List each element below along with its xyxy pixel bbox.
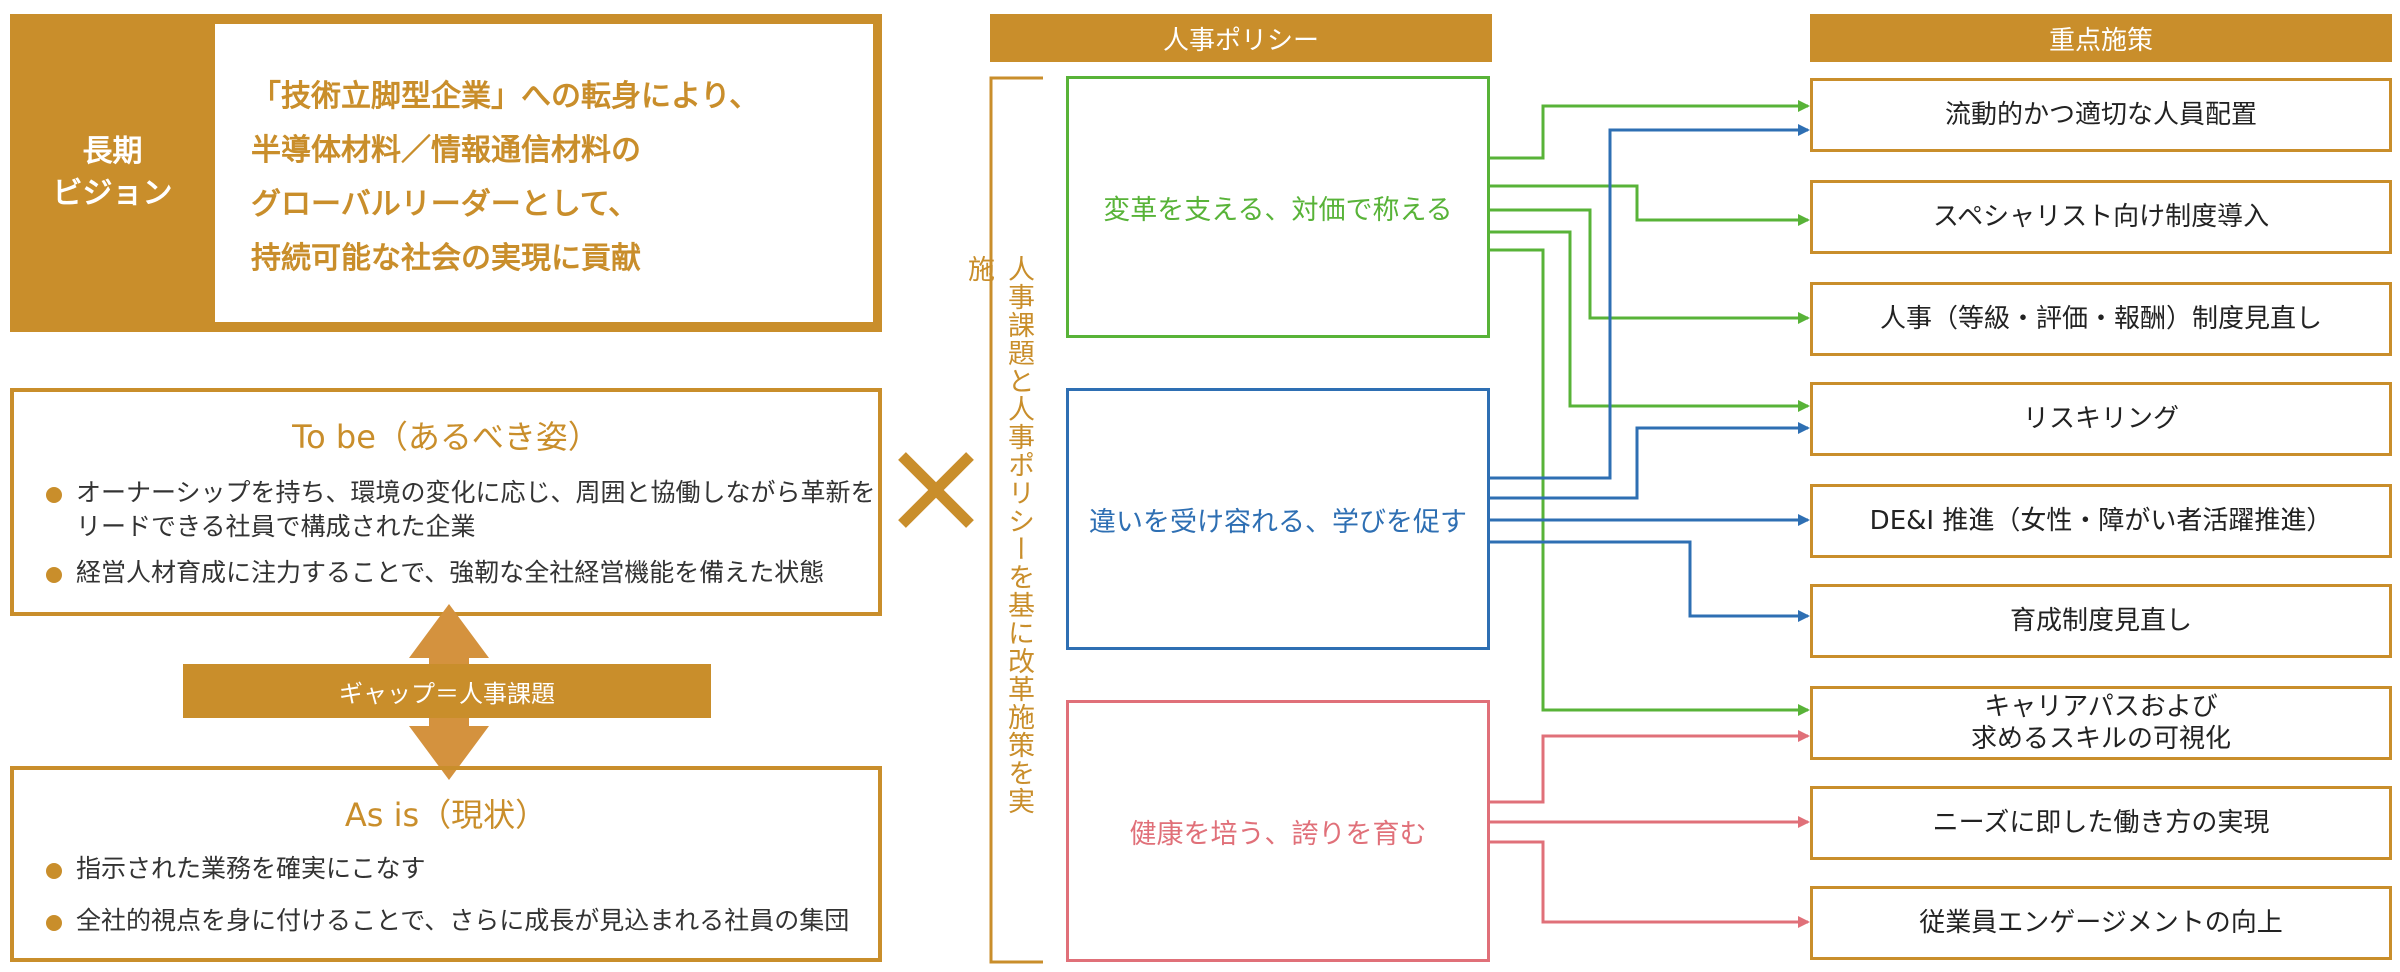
vision-statement: 「技術立脚型企業」への転身により、 半導体材料／情報通信材料の グローバルリーダ… xyxy=(215,24,873,322)
measure-box: リスキリング xyxy=(1810,382,2392,456)
to-be-bullet: オーナーシップを持ち、環境の変化に応じ、周囲と協働しながら革新をリードできる社員… xyxy=(42,476,878,544)
connector-pink xyxy=(1490,840,1810,928)
vision-line: 持続可能な社会の実現に貢献 xyxy=(251,241,641,276)
measure-box: 育成制度見直し xyxy=(1810,584,2392,658)
to-be-bullet: 経営人材育成に注力することで、強靭な全社経営機能を備えた状態 xyxy=(42,556,878,590)
vision-line: 「技術立脚型企業」への転身により、 xyxy=(251,79,760,114)
policy-box-pink: 健康を培う、誇りを育む xyxy=(1066,700,1490,962)
connector-green xyxy=(1490,208,1810,324)
measure-box: DE&I 推進（女性・障がい者活躍推進） xyxy=(1810,484,2392,558)
measure-box: ニーズに即した働き方の実現 xyxy=(1810,786,2392,860)
measures-header: 重点施策 xyxy=(1810,14,2392,62)
as-is-bullet: 指示された業務を確実にこなす xyxy=(42,852,878,886)
vision-line: グローバルリーダーとして、 xyxy=(251,187,639,222)
vision-label: 長期 ビジョン xyxy=(52,134,173,211)
policy-label: 健康を培う、誇りを育む xyxy=(1129,818,1427,850)
connector-pink xyxy=(1490,730,1810,804)
connector-blue xyxy=(1490,540,1810,622)
connector-blue xyxy=(1490,422,1810,500)
measure-box: スペシャリスト向け制度導入 xyxy=(1810,180,2392,254)
connector-green xyxy=(1490,184,1810,226)
connector-green xyxy=(1490,100,1810,160)
policy-label: 違いを受け容れる、学びを促す xyxy=(1089,506,1467,538)
policy-label: 変革を支える、対価で称える xyxy=(1103,194,1453,226)
as-is-title: As is（現状） xyxy=(344,796,548,834)
vision-line: 半導体材料／情報通信材料の xyxy=(251,133,641,168)
policy-box-blue: 違いを受け容れる、学びを促す xyxy=(1066,388,1490,650)
measure-box: キャリアパスおよび 求めるスキルの可視化 xyxy=(1810,686,2392,760)
gap-label: ギャップ＝人事課題 xyxy=(183,664,711,718)
policy-box-green: 変革を支える、対価で称える xyxy=(1066,76,1490,338)
measure-box: 従業員エンゲージメントの向上 xyxy=(1810,886,2392,960)
to-be-title: To be（あるべき姿） xyxy=(292,418,600,456)
as-is-box: As is（現状） 指示された業務を確実にこなす 全社的視点を身に付けることで、… xyxy=(10,766,882,962)
as-is-bullet: 全社的視点を身に付けることで、さらに成長が見込まれる社員の集団 xyxy=(42,904,878,938)
vertical-label: 人事課題と人事ポリシーを基に改革施策を実施 xyxy=(963,255,1034,815)
connector-green xyxy=(1490,248,1810,716)
policy-header: 人事ポリシー xyxy=(990,14,1492,62)
cross-icon xyxy=(898,452,974,528)
connector-blue xyxy=(1490,124,1810,480)
measure-box: 流動的かつ適切な人員配置 xyxy=(1810,78,2392,152)
bracket-line xyxy=(989,76,1043,964)
connector-green xyxy=(1490,230,1810,412)
measure-box: 人事（等級・評価・報酬）制度見直し xyxy=(1810,282,2392,356)
